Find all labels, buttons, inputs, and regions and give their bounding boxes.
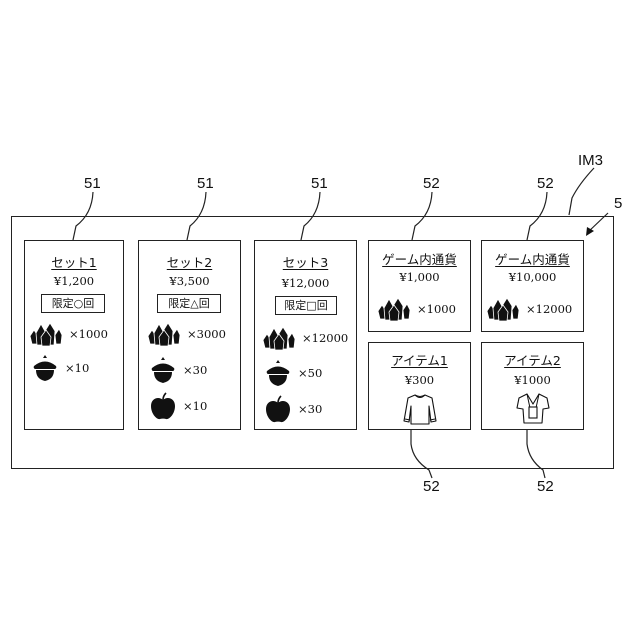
bundle-item-row: ×12000 (262, 325, 348, 351)
set-price: ¥1,200 (25, 274, 123, 288)
ref-label-51: 51 (197, 175, 214, 192)
apple-icon (149, 392, 177, 420)
ref-label-51: 51 (311, 175, 328, 192)
currency-amount-row: ×12000 (486, 296, 572, 322)
bundle-item-row: ×10 (149, 393, 207, 419)
crystal-icon (377, 297, 411, 321)
set-title: セット3 (255, 252, 356, 271)
item-card[interactable]: アイテム1 ¥300 (368, 342, 471, 430)
currency-quantity: ×12000 (526, 302, 572, 316)
currency-title: ゲーム内通貨 (369, 249, 470, 268)
item-title: アイテム1 (369, 350, 470, 369)
bundle-item-row: ×3000 (147, 321, 226, 347)
set-price: ¥3,500 (139, 274, 240, 288)
limit-badge: 限定□回 (275, 296, 337, 315)
currency-quantity: ×1000 (417, 302, 456, 316)
limit-badge: 限定○回 (41, 294, 105, 313)
bundle-item-row: ×30 (149, 357, 207, 383)
set-card[interactable]: セット3 ¥12,000 限定□回 ×12000 ×50 ×30 (254, 240, 357, 430)
set-card[interactable]: セット2 ¥3,500 限定△回 ×3000 ×30 ×10 (138, 240, 241, 430)
item-quantity: ×50 (298, 366, 322, 380)
crystal-icon (486, 297, 520, 321)
set-title: セット2 (139, 252, 240, 271)
item-title: アイテム2 (482, 350, 583, 369)
currency-price: ¥10,000 (482, 270, 583, 284)
bundle-item-row: ×30 (264, 396, 322, 422)
ref-label-52: 52 (423, 478, 440, 495)
ref-label-5: 5 (614, 195, 622, 212)
item-quantity: ×10 (65, 361, 89, 375)
item-card[interactable]: アイテム2 ¥1000 (481, 342, 584, 430)
currency-card[interactable]: ゲーム内通貨 ¥1,000 ×1000 (368, 240, 471, 332)
kimono-icon (516, 391, 550, 425)
crystal-icon (147, 322, 181, 346)
item-quantity: ×10 (183, 399, 207, 413)
item-quantity: ×1000 (69, 327, 108, 341)
set-price: ¥12,000 (255, 276, 356, 290)
limit-badge: 限定△回 (157, 294, 221, 313)
set-card[interactable]: セット1 ¥1,200 限定○回 ×1000 ×10 (24, 240, 124, 430)
item-quantity: ×30 (183, 363, 207, 377)
acorn-icon (149, 357, 177, 383)
item-price: ¥300 (369, 373, 470, 387)
ref-label-im3: IM3 (578, 152, 603, 169)
bundle-item-row: ×50 (264, 360, 322, 386)
currency-title: ゲーム内通貨 (482, 249, 583, 268)
bundle-item-row: ×1000 (29, 321, 108, 347)
item-quantity: ×30 (298, 402, 322, 416)
acorn-icon (264, 360, 292, 386)
ref-label-51: 51 (84, 175, 101, 192)
currency-card[interactable]: ゲーム内通貨 ¥10,000 ×12000 (481, 240, 584, 332)
ref-label-52: 52 (537, 175, 554, 192)
item-quantity: ×3000 (187, 327, 226, 341)
bundle-item-row: ×10 (31, 355, 89, 381)
ref-label-52: 52 (537, 478, 554, 495)
set-title: セット1 (25, 252, 123, 271)
apple-icon (264, 395, 292, 423)
item-price: ¥1000 (482, 373, 583, 387)
item-quantity: ×12000 (302, 331, 348, 345)
crystal-icon (29, 322, 63, 346)
currency-price: ¥1,000 (369, 270, 470, 284)
crystal-icon (262, 326, 296, 350)
acorn-icon (31, 355, 59, 381)
currency-amount-row: ×1000 (377, 296, 456, 322)
shirt-icon (403, 393, 437, 425)
ref-label-52: 52 (423, 175, 440, 192)
